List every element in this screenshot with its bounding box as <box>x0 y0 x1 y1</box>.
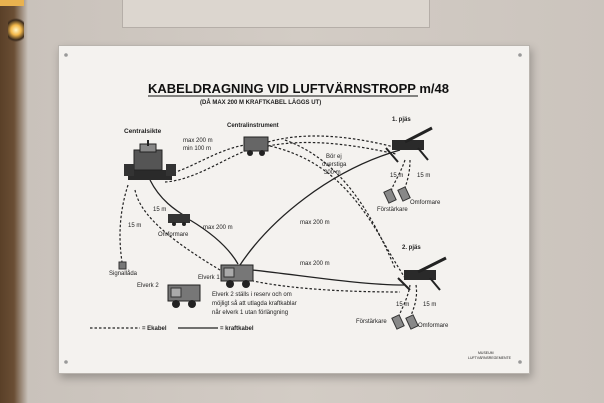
label-300m: 300 m <box>324 170 341 176</box>
note-line-2: möjligt så att utlagda kraftkablar <box>212 300 297 307</box>
forstarkare1-icon <box>383 188 397 204</box>
signallada-icon <box>118 261 127 270</box>
omformare1-icon <box>397 186 411 202</box>
forstarkare2-icon <box>391 314 405 330</box>
label-pjas2: 2. pjäs <box>402 245 421 251</box>
lamp-light <box>8 18 24 48</box>
label-pjas1: 1. pjäs <box>392 117 411 123</box>
footer-line-2: LUFTVÄRNSREGEMENTE <box>468 356 512 360</box>
label-15m-pjas1-b: 15 m <box>417 173 430 179</box>
omformare2-icon <box>405 314 419 330</box>
label-15m-mid: 15 m <box>153 207 166 213</box>
label-centralinstrument: Centralinstrument <box>227 123 279 129</box>
label-centralsikte: Centralsikte <box>124 128 162 135</box>
kraftkabel-omformare-elverk <box>189 219 239 265</box>
ekabel-sikte-instrument-b <box>164 149 249 183</box>
ekabel-pjas2-omformare <box>409 284 418 319</box>
label-forstarkare2: Förstärkare <box>356 319 387 325</box>
label-bor-ej: Bör ej <box>326 154 342 160</box>
label-max200-omformare: max 200 m <box>203 225 233 231</box>
pin-top-right <box>518 53 522 57</box>
label-signallada: Signallåda <box>109 270 138 277</box>
kraftkabel-elverk-pjas2 <box>251 269 405 286</box>
ekabel-instrument-pjas1-b <box>267 141 397 155</box>
pjas1-gun-icon <box>385 126 433 163</box>
pin-top-left <box>64 53 68 57</box>
label-15m-pjas1-a: 15 m <box>390 173 403 179</box>
note-line-1: Elverk 2 ställs i reserv och om <box>212 292 292 298</box>
label-max200-lower: max 200 m <box>300 261 330 267</box>
pin-bottom-right <box>518 360 522 364</box>
ekabel-instrument-pjas1-a <box>267 135 399 149</box>
ekabel-sikte-signallada <box>119 184 129 263</box>
elverk2-icon <box>167 284 201 308</box>
ekabel-instrument-pjas2-b <box>284 139 396 269</box>
poster-board <box>58 45 530 374</box>
upper-frame <box>122 0 430 28</box>
omformare-main-icon <box>168 214 190 226</box>
ekabel-sikte-instrument-a <box>164 144 246 176</box>
note-line-3: når elverk 1 utan förlängning <box>212 309 288 316</box>
ekabel-instrument-pjas2 <box>269 145 406 279</box>
label-overstiga: överstiga <box>322 162 347 168</box>
label-elverk2: Elverk 2 <box>137 283 159 289</box>
label-max200-center: max 200 m <box>300 220 330 226</box>
kraftkabel-lines <box>149 149 405 286</box>
label-forstarkare1: Förstärkare <box>377 207 408 213</box>
label-omformare2: Omformare <box>418 323 449 329</box>
elverk1-icon <box>220 264 254 288</box>
centralsikte-icon <box>124 140 176 180</box>
pin-bottom-left <box>64 360 68 364</box>
label-omformare1: Omformare <box>410 200 441 206</box>
footer-line-1: MUSEUM <box>478 351 494 355</box>
ekabel-lines <box>119 135 418 319</box>
label-15m-left: 15 m <box>128 223 141 229</box>
diagram-title: KABELDRAGNING VID LUFTVÄRNSTROPP m/48 <box>148 81 449 96</box>
legend-ekabel: = Ekabel <box>142 326 167 332</box>
pjas2-gun-icon <box>397 256 447 291</box>
ekabel-sikte-pjas2 <box>134 189 401 293</box>
legend-kraftkabel: = kraftkabel <box>220 326 254 332</box>
label-elverk1: Elverk 1 <box>198 275 220 281</box>
label-15m-pjas2-a: 15 m <box>396 302 409 308</box>
lamp-fixture <box>0 0 24 6</box>
label-15m-pjas2-b: 15 m <box>423 302 436 308</box>
diagram-subtitle: (DÅ MAX 200 M KRAFTKABEL LÄGGS UT) <box>200 99 321 106</box>
kraftkabel-elverk-pjas1 <box>239 149 401 266</box>
label-max200-top: max 200 m <box>183 138 213 144</box>
label-omformare-main: Omformare <box>158 232 189 238</box>
label-min100: min 100 m <box>183 146 211 152</box>
centralinstrument-icon <box>243 136 269 156</box>
